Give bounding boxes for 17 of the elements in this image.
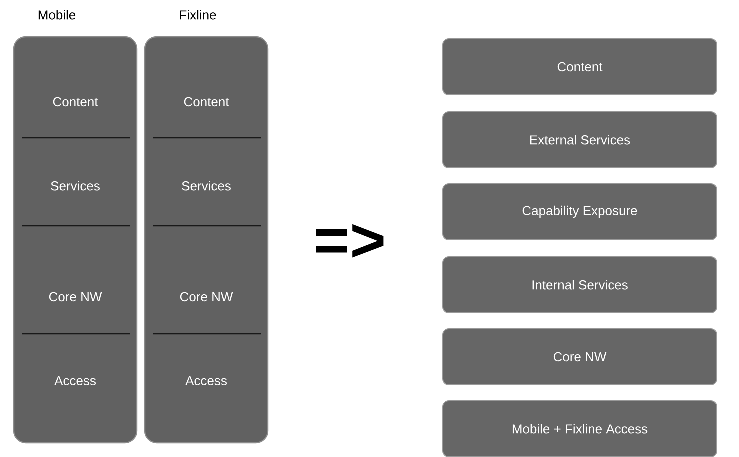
layer-box: Content bbox=[442, 38, 718, 96]
layer-label: Core NW bbox=[180, 292, 234, 302]
layer-label: Core NW bbox=[49, 292, 102, 302]
layer-box: Mobile + Fixline Access bbox=[442, 400, 718, 457]
layer-label: Content bbox=[184, 97, 230, 107]
layer-label: Services bbox=[182, 181, 231, 191]
layer-box: Internal Services bbox=[442, 256, 718, 314]
layer-box: Core NW bbox=[442, 328, 718, 386]
layer-label: Access bbox=[54, 376, 96, 386]
node-label: Mobile bbox=[38, 10, 76, 20]
node-label: Fixline bbox=[180, 10, 216, 20]
layer-box: Capability Exposure bbox=[442, 183, 718, 240]
layer-box: External Services bbox=[442, 112, 718, 168]
arrow-symbol: => bbox=[316, 224, 384, 258]
layer-label: Services bbox=[51, 181, 100, 191]
layer-label: Content bbox=[53, 97, 98, 107]
layer-label: Access bbox=[186, 376, 227, 386]
